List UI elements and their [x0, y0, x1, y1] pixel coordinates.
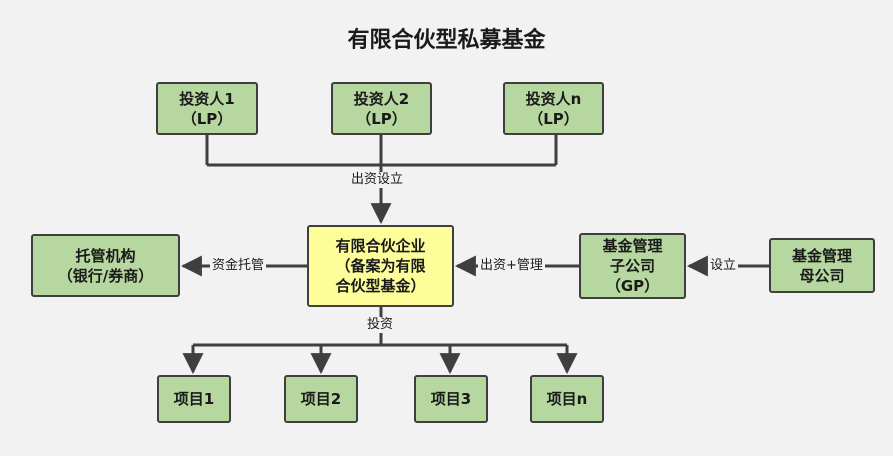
- node-line: 有限合伙企业: [335, 237, 426, 255]
- node-project-1: 项目1: [157, 375, 231, 423]
- node-project-2: 项目2: [284, 375, 358, 423]
- node-line: 项目2: [300, 390, 342, 408]
- node-line: （GP）: [605, 277, 660, 295]
- edge-label-custody: 资金托管: [210, 258, 267, 274]
- node-line: （银行/券商）: [57, 266, 154, 285]
- edge-label-fund-setup: 出资设立: [349, 172, 406, 188]
- node-parent-company: 基金管理 母公司: [769, 238, 875, 293]
- node-line: 基金管理: [791, 246, 852, 265]
- node-line: （LP）: [528, 109, 579, 128]
- node-investor-1: 投资人1 （LP）: [156, 82, 258, 135]
- node-line: 项目3: [430, 390, 472, 408]
- node-line: 基金管理: [602, 237, 663, 255]
- node-line: （LP）: [356, 109, 407, 128]
- edge-label-setup: 设立: [708, 258, 739, 274]
- node-limited-partnership: 有限合伙企业 （备案为有限 合伙型基金）: [307, 225, 454, 307]
- node-line: 项目n: [546, 390, 588, 408]
- node-line: 投资人2: [353, 89, 410, 108]
- node-custodian: 托管机构 （银行/券商）: [31, 234, 180, 297]
- node-line: （备案为有限: [335, 257, 426, 275]
- node-gp-subsidiary: 基金管理 子公司 （GP）: [579, 233, 686, 299]
- node-line: 合伙型基金）: [335, 277, 426, 295]
- node-line: 投资人n: [525, 89, 582, 108]
- node-project-n: 项目n: [530, 375, 604, 423]
- node-line: 子公司: [609, 257, 655, 275]
- node-line: 母公司: [799, 266, 845, 285]
- edge-label-contribution-management: 出资+管理: [478, 258, 545, 274]
- node-line: 投资人1: [179, 89, 235, 108]
- node-investor-2: 投资人2 （LP）: [331, 82, 432, 135]
- node-line: 项目1: [173, 390, 215, 408]
- node-project-3: 项目3: [414, 375, 488, 423]
- node-line: 托管机构: [75, 246, 136, 265]
- edge-label-invest: 投资: [365, 317, 396, 333]
- node-line: （LP）: [181, 109, 233, 128]
- node-investor-n: 投资人n （LP）: [503, 82, 604, 135]
- diagram-title: 有限合伙型私募基金: [347, 28, 546, 53]
